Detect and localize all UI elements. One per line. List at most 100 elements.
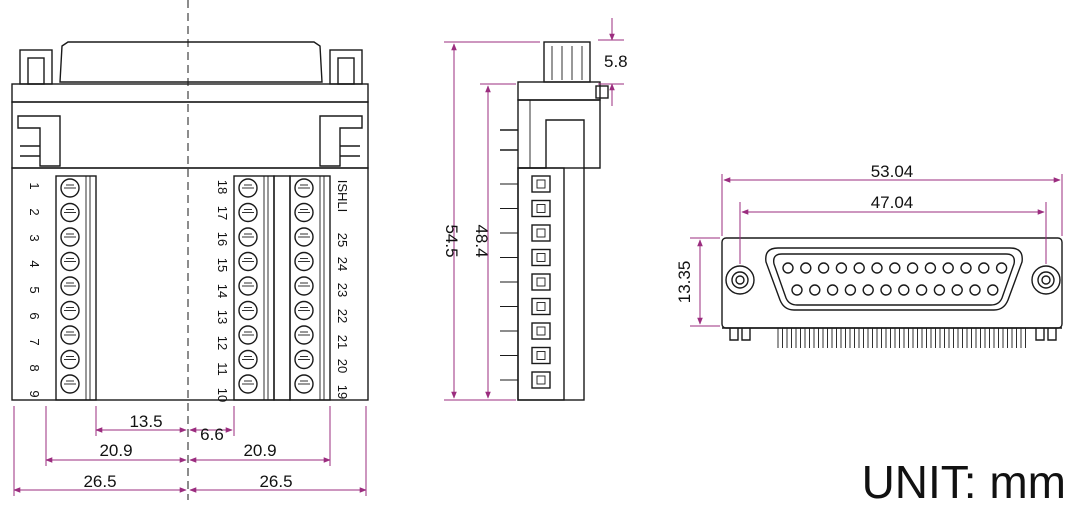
screw-icon <box>238 202 258 223</box>
contact-pin <box>862 284 874 296</box>
pin-label: 2 <box>27 208 42 215</box>
contact-pin <box>933 284 946 296</box>
pin-label: ISHLI <box>335 180 350 213</box>
screw-icon <box>294 178 314 198</box>
contact-pin <box>987 284 999 296</box>
solder-legs <box>729 328 1057 348</box>
screw-icon <box>294 349 314 370</box>
screw-icon <box>294 325 314 345</box>
dim-48-4: 48.4 <box>472 224 491 257</box>
pin-label: 8 <box>27 364 42 371</box>
dim-26-5-left: 26.5 <box>83 472 116 491</box>
screw-icon <box>238 276 258 296</box>
pin-label: 17 <box>215 206 230 220</box>
contact-pin <box>898 284 910 296</box>
face-view: 53.04 47.04 13.35 <box>675 162 1063 348</box>
front-view: 123456789181716151413121110ISHLI25242322… <box>11 0 369 500</box>
contact-pin <box>995 262 1008 274</box>
dim-13-35: 13.35 <box>675 261 694 304</box>
unit-label: UNIT: mm <box>862 456 1066 508</box>
terminal-openings <box>500 175 551 389</box>
pin-labels: 123456789181716151413121110ISHLI25242322… <box>27 180 350 402</box>
screw-icon <box>294 227 314 247</box>
screw-icon <box>60 178 80 198</box>
contact-pin <box>844 284 857 296</box>
screw-icon <box>60 325 80 345</box>
terminal-opening <box>500 248 551 267</box>
contact-pin <box>791 284 803 296</box>
contact-pin <box>942 262 954 274</box>
dim-47-04: 47.04 <box>871 193 914 212</box>
screw-icon <box>60 276 80 296</box>
contact-pins <box>782 262 1008 296</box>
terminal-opening <box>500 224 551 242</box>
screw-icon <box>294 202 314 223</box>
contact-pin <box>800 262 812 274</box>
contact-pin <box>835 262 848 274</box>
screw-icon <box>60 374 80 394</box>
contact-pin <box>871 262 883 274</box>
screw-icon <box>238 325 258 345</box>
contact-pin <box>924 262 937 274</box>
pin-label: 22 <box>335 309 350 323</box>
terminal-opening <box>500 175 551 193</box>
terminal-opening <box>500 273 551 291</box>
terminal-opening <box>500 346 551 365</box>
pin-label: 7 <box>27 338 42 345</box>
side-dimensions: 5.8 54.5 48.4 <box>442 18 628 401</box>
contact-pin <box>960 262 972 274</box>
pin-label: 23 <box>335 283 350 297</box>
pin-label: 9 <box>27 390 42 397</box>
front-dimensions: 13.5 6.6 20.9 20.9 26.5 26.5 <box>13 406 367 496</box>
contact-pin <box>951 284 963 296</box>
screw-icon <box>60 349 80 370</box>
pin-label: 14 <box>215 284 230 298</box>
contact-pin <box>889 262 901 274</box>
pin-label: 15 <box>215 258 230 272</box>
pin-label: 1 <box>27 182 42 189</box>
dim-13-5: 13.5 <box>129 412 162 431</box>
pin-label: 19 <box>335 385 350 399</box>
screw-icon <box>238 374 258 394</box>
contact-pin <box>978 262 990 274</box>
dim-54-5: 54.5 <box>442 224 461 257</box>
contact-pin <box>853 262 865 274</box>
screw-icon <box>60 300 80 321</box>
contact-pin <box>826 284 839 296</box>
contact-pin <box>880 284 892 296</box>
pin-label: 12 <box>215 336 230 350</box>
screw-icon <box>238 251 258 272</box>
pin-label: 10 <box>215 388 230 402</box>
dim-6-6: 6.6 <box>200 425 224 444</box>
dim-5-8: 5.8 <box>604 52 628 71</box>
screw-icon <box>60 227 80 247</box>
pin-label: 5 <box>27 286 42 293</box>
screw-icon <box>294 251 314 272</box>
pin-label: 24 <box>335 257 350 271</box>
contact-pin <box>906 262 919 274</box>
pin-label: 21 <box>335 335 350 349</box>
pin-label: 11 <box>215 362 230 376</box>
contact-pin <box>809 284 821 296</box>
contact-pin <box>782 262 794 274</box>
terminal-opening <box>500 371 551 389</box>
terminal-opening <box>500 199 551 218</box>
dim-26-5-right: 26.5 <box>259 472 292 491</box>
pin-label: 4 <box>27 260 42 267</box>
dim-53-04: 53.04 <box>871 162 914 181</box>
pin-label: 25 <box>335 233 350 247</box>
pin-label: 20 <box>335 359 350 373</box>
screw-icon <box>238 300 258 321</box>
terminal-screws <box>60 178 314 394</box>
contact-pin <box>915 284 928 296</box>
terminal-opening <box>500 322 551 340</box>
terminal-opening <box>500 297 551 316</box>
dim-20-9-left: 20.9 <box>99 441 132 460</box>
side-view: 5.8 54.5 48.4 <box>442 18 628 401</box>
screw-icon <box>294 300 314 321</box>
contact-pin <box>969 284 981 296</box>
screw-icon <box>60 202 80 223</box>
pin-label: 6 <box>27 312 42 319</box>
screw-icon <box>238 178 258 198</box>
face-dimensions: 53.04 47.04 13.35 <box>675 162 1063 327</box>
